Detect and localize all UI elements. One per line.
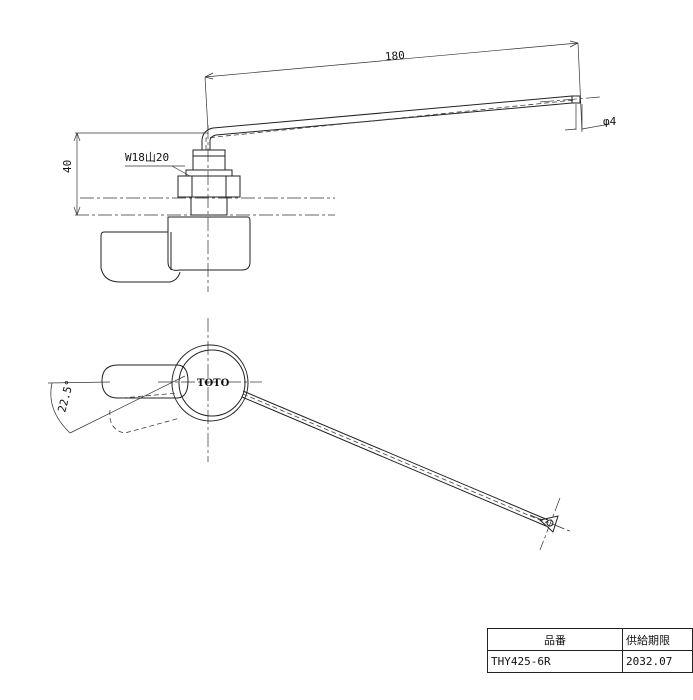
- handle-rotated-position: [109, 392, 181, 434]
- lever-handle: [101, 364, 189, 399]
- header-supply-deadline: 供給期限: [622, 628, 693, 651]
- toto-logo: TOTO: [197, 378, 230, 389]
- handle: [100, 231, 181, 283]
- length-dimension-label: 180: [384, 49, 405, 64]
- angle-label: 22.5°: [55, 378, 76, 413]
- part-number: THY425-6R: [487, 650, 623, 673]
- side-view: 180 φ4 40 W18山20: [61, 40, 617, 292]
- dimension-line-length: [204, 42, 579, 78]
- parts-table: 品番 供給期限 THY425-6R 2032.07: [487, 628, 693, 673]
- valve-housing: [167, 216, 251, 271]
- diameter-dimension-label: φ4: [603, 115, 617, 128]
- supply-deadline: 2032.07: [622, 650, 693, 673]
- lever-rod: [201, 95, 573, 150]
- header-part-number: 品番: [487, 628, 623, 651]
- height-dimension-label: 40: [61, 160, 74, 173]
- top-view: 22.5° TOTO: [47, 318, 573, 551]
- valve-cap: [171, 344, 249, 422]
- float-rod: [242, 390, 549, 521]
- thread-spec-label: W18山20: [125, 151, 169, 164]
